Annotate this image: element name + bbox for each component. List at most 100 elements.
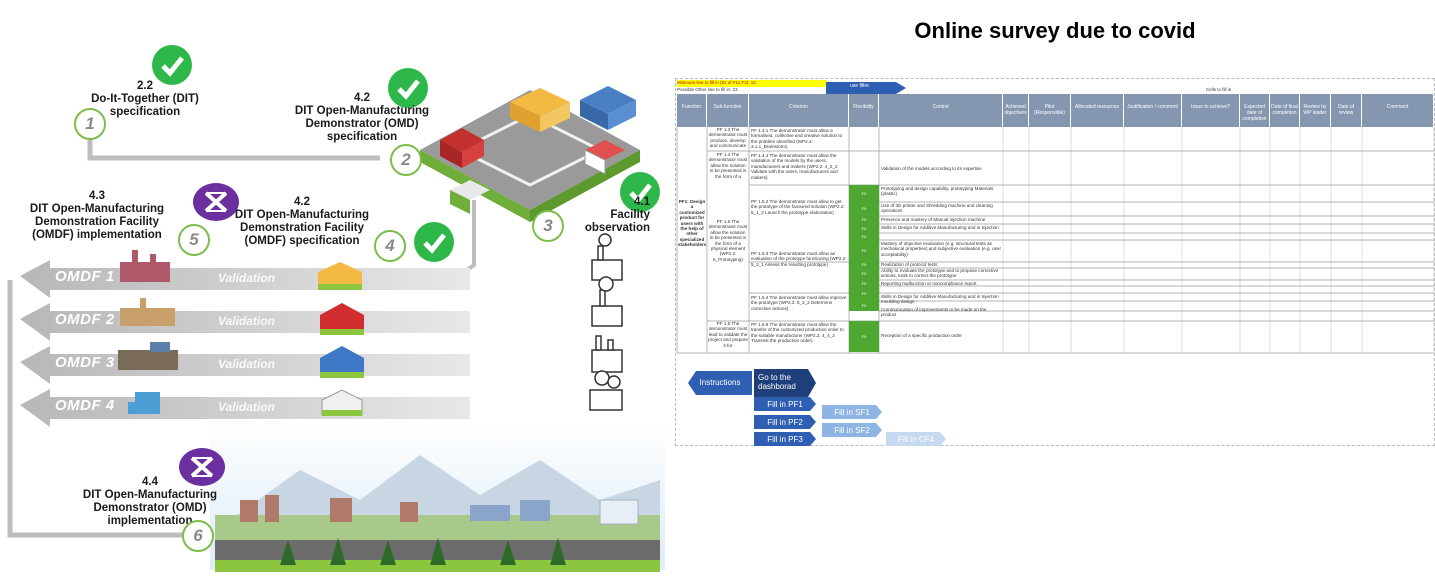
fill-sf1-button[interactable]: Fill in SF1 (822, 405, 882, 419)
check-icon-step-3 (620, 172, 660, 212)
fill-cf4-button[interactable]: Fill in CF4 (886, 432, 946, 446)
flex-cell-6: F0 (849, 240, 879, 262)
header-review[interactable]: Review by WP leader (1300, 94, 1331, 127)
header-flexibility[interactable]: Flexibility (849, 94, 879, 127)
min-line-cell: Minimum line to fill in (91 of F11,F2): … (677, 80, 827, 87)
fill-pf2-button[interactable]: Fill in PF2 (754, 415, 816, 429)
flex-cell-8: F0 (849, 268, 879, 280)
check-icon-step-4 (414, 222, 454, 262)
control-cell-4: Presence and mastery of Manual injection… (881, 217, 986, 222)
control-cell-1: Validation of the models according to it… (881, 166, 982, 171)
dashboard-button[interactable]: Go to the dashborad (754, 369, 816, 397)
control-cell-8: Ability to evaluate the prototype and to… (881, 268, 999, 279)
control-cell-7: Realization of protocol tests (881, 262, 938, 267)
fill-pf1-button[interactable]: Fill in PF1 (754, 397, 816, 411)
flex-cell-4: F0 (849, 224, 879, 233)
criterion-cell-1: PF 1.3.1 The demonstrator must allow a f… (751, 128, 843, 150)
fill-sf2-button[interactable]: Fill in SF2 (822, 423, 882, 437)
step-6-number: 6 (182, 520, 214, 552)
dashboard-label: Go to the dashborad (758, 373, 796, 391)
omdf-2-label: OMDF 2 (55, 311, 115, 328)
omdf-3-label: OMDF 3 (55, 354, 115, 371)
validation-label-4: Validation (218, 400, 275, 414)
pf2-label: Fill in PF2 (767, 418, 803, 427)
control-cell-11: Communication of improvements to be made… (881, 307, 987, 318)
header-resources[interactable]: Allocated resources (1071, 94, 1124, 127)
header-subfunction[interactable]: Sub-function (707, 94, 749, 127)
dashboard-arrow-icon (754, 369, 816, 397)
flex-cell-11: F0 (849, 301, 879, 311)
pf1-label: Fill in PF1 (767, 400, 803, 409)
flex-cell-5: F0 (849, 233, 879, 240)
use-filter-arrow-icon (826, 82, 906, 94)
flex-cell-7: F0 (849, 262, 879, 268)
step-2-number: 2 (390, 144, 422, 176)
header-comment[interactable]: Comment (1362, 94, 1434, 127)
control-cell-5: Skills in Design for Additive Manufactur… (881, 225, 999, 230)
cells-to-fill-label: Cells to fill in (1206, 87, 1232, 92)
header-pilot[interactable]: Pilot (Responsible) (1029, 94, 1071, 127)
header-justification[interactable]: Justification / comment (1124, 94, 1182, 127)
pf3-arrow-icon (754, 432, 816, 446)
control-cell-9: Reporting malfunction or noncompliance r… (881, 281, 977, 286)
criterion-cell-2: PF 1.4.4 The demonstrator must allow the… (751, 153, 838, 180)
fill-pf3-button[interactable]: Fill in PF3 (754, 432, 816, 446)
validation-label-1: Validation (218, 271, 275, 285)
sf2-label: Fill in SF2 (834, 426, 870, 435)
cross-icon-step-5 (193, 183, 239, 221)
step-1-number: 1 (74, 108, 106, 140)
criterion-cell-4: PF 1.5.3 The demonstrator must allow an … (751, 251, 847, 267)
pf3-label: Fill in PF3 (767, 435, 803, 444)
instructions-label: Instructions (699, 378, 741, 387)
use-filter-button[interactable]: use filtre (826, 81, 906, 94)
control-cell-3: Use of 3D printer and Shredding machine … (881, 203, 993, 214)
flex-cell-9: F0 (849, 280, 879, 287)
step-4-number: 4 (374, 230, 406, 262)
omdf-1-label: OMDF 1 (55, 268, 115, 285)
flex-cell-3: F0 (849, 216, 879, 224)
header-criterion[interactable]: Criterion (749, 94, 849, 127)
subfunction-cell-1: PF 1.3 The demonstrator must produce, de… (708, 127, 748, 149)
flex-cell-10: F0 (849, 287, 879, 301)
diagram-background (7, 86, 665, 572)
subfunction-cell-2: PF 1.4 The demonstrator must allow the s… (708, 152, 748, 179)
instructions-arrow-icon (688, 371, 752, 395)
header-final-date[interactable]: Date of final completion (1270, 94, 1300, 127)
criterion-cell-5: PF 1.5.4 The demonstrator must allow imp… (751, 295, 847, 311)
control-cell-2: Prototyping and design capability, proto… (881, 186, 994, 197)
validation-label-3: Validation (218, 357, 275, 371)
survey-spreadsheet: Minimum line to fill in (91 of F11,F2): … (675, 78, 1435, 446)
sf2-arrow-icon (822, 423, 882, 437)
survey-title: Online survey due to covid (914, 18, 1196, 43)
header-issue[interactable]: Issue to achieve? (1182, 94, 1240, 127)
sf1-label: Fill in SF1 (834, 408, 870, 417)
validation-label-2: Validation (218, 314, 275, 328)
control-cell-12: Reception of a specific production order (881, 333, 962, 338)
step-3-number: 3 (532, 210, 564, 242)
pf1-arrow-icon (754, 397, 816, 411)
omdf-4-label: OMDF 4 (55, 397, 115, 414)
use-filter-label: use filtre (850, 83, 869, 89)
flex-cell-2: F0 (849, 202, 879, 216)
instructions-button[interactable]: Instructions (688, 371, 752, 395)
check-icon-step-1 (152, 45, 192, 85)
subfunction-cell-3: PF 1.5 The demonstrator must allow the s… (708, 219, 748, 262)
subfunction-cell-4: PF 1.6 The demonstrator must lead to val… (708, 321, 748, 348)
control-cell-6: Mastery of objective evaluation (e.g. st… (881, 241, 1001, 257)
header-review-date[interactable]: Date of review (1331, 94, 1362, 127)
header-achieved[interactable]: Achieved objectives (1003, 94, 1029, 127)
check-icon-step-2 (388, 68, 428, 108)
step-5-number: 5 (178, 224, 210, 256)
header-function[interactable]: Function (677, 94, 707, 127)
flex-cell-1: F0 (849, 185, 879, 202)
header-control[interactable]: Control (879, 94, 1003, 127)
criterion-cell-3: PF 1.5.2 The demonstrator must allow to … (751, 199, 845, 215)
header-expected-date[interactable]: Expected date of completion (1240, 94, 1270, 127)
flex-cell-12: F0 (849, 321, 879, 352)
